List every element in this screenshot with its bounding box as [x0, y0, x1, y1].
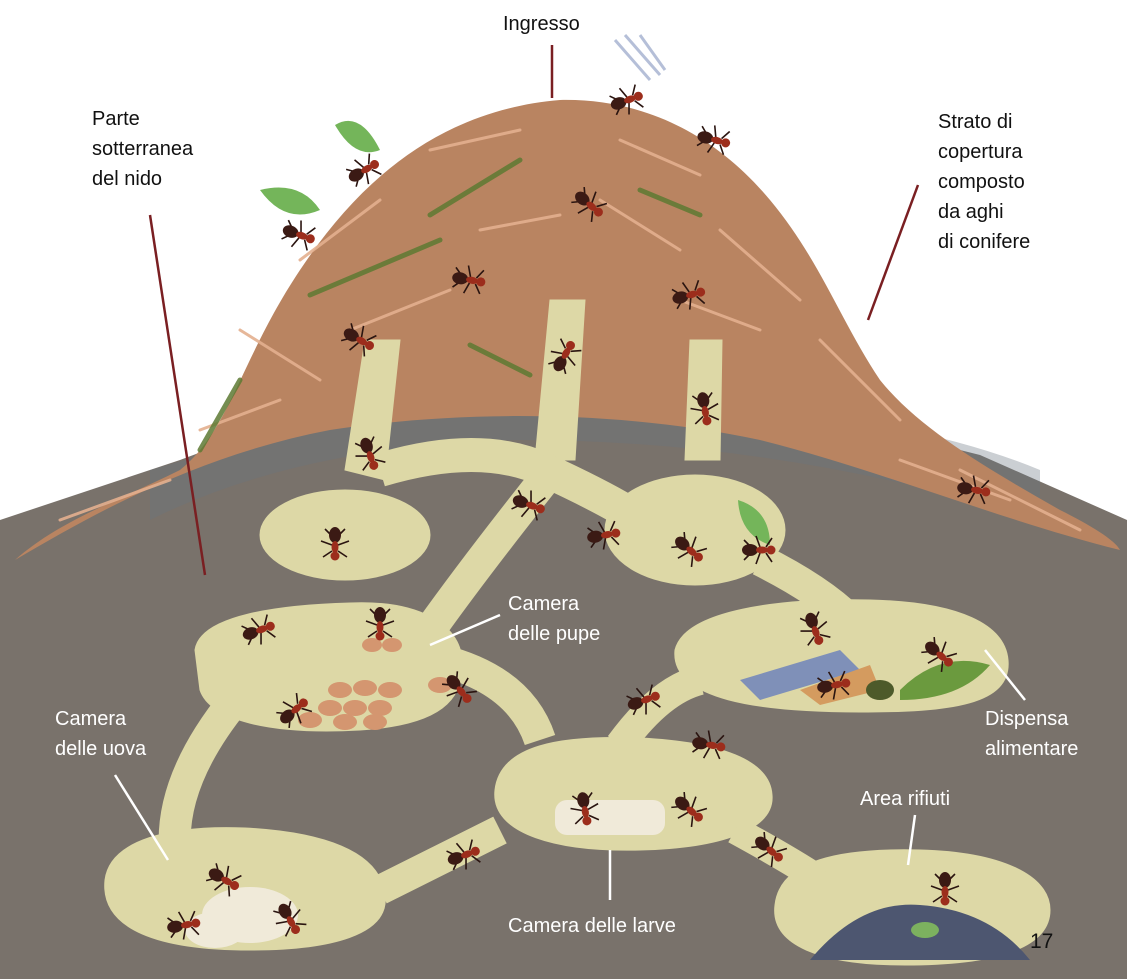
label-camera-larve: Camera delle larve: [508, 915, 676, 937]
label-area-rifiuti: Area rifiuti: [860, 788, 950, 810]
page-number: 17: [1030, 930, 1053, 953]
label-strato-copertura: Strato di copertura composto da aghi di …: [938, 111, 1030, 253]
larvae-cluster: [555, 800, 665, 835]
upper-left-chamber: [260, 490, 430, 580]
label-ingresso: Ingresso: [503, 13, 580, 35]
